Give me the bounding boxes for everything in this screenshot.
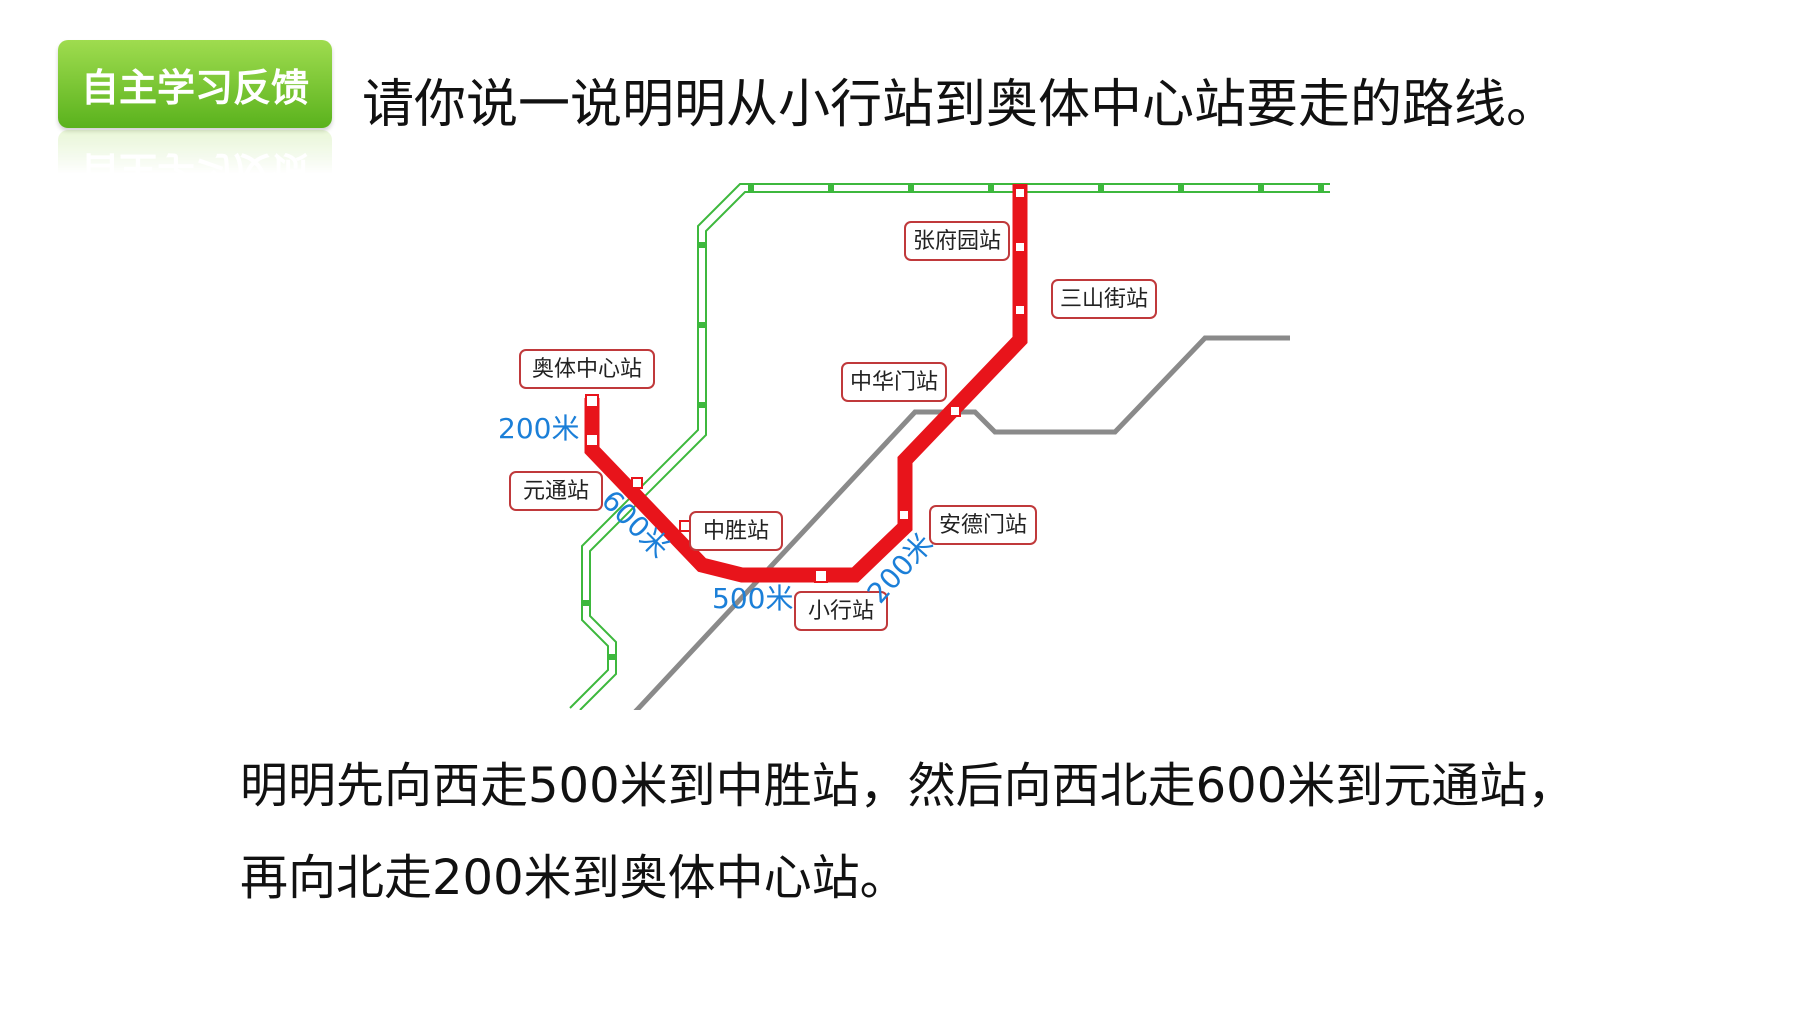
red-line-stations: [585, 187, 1026, 583]
answer-line-2: 再向北走200米到奥体中心站。: [240, 850, 908, 906]
red-line: [584, 184, 1028, 583]
svg-text:奥体中心站: 奥体中心站: [532, 357, 642, 382]
svg-text:元通站: 元通站: [523, 479, 589, 504]
station-label-zhongsheng: 中胜站: [689, 511, 783, 551]
green-line-stations: [583, 185, 1324, 660]
station-label-zhangfuyuan: 张府园站: [904, 221, 1010, 261]
section-badge-label: 自主学习反馈: [80, 65, 309, 110]
subway-map: 张府园站 三山街站 中华门站 奥体中心站 元通站 中胜站 安德门站 小行站 20…: [498, 183, 1330, 710]
svg-text:小行站: 小行站: [808, 599, 874, 624]
svg-text:张府园站: 张府园站: [913, 229, 1001, 254]
svg-text:中胜站: 中胜站: [703, 519, 769, 544]
gray-line: [633, 335, 1290, 710]
svg-text:三山街站: 三山街站: [1060, 287, 1148, 312]
station-label-xiaohang: 小行站: [794, 591, 888, 631]
svg-text:中华门站: 中华门站: [850, 370, 938, 395]
answer-text: 明明先向西走500米到中胜站，然后向西北走600米到元通站， 再向北走200米到…: [240, 740, 1575, 924]
station-label-zhonghuamen: 中华门站: [841, 362, 947, 402]
section-badge-reflection-label: 自主学习反馈: [80, 148, 309, 175]
station-label-yuantong: 元通站: [509, 471, 603, 511]
section-badge: 自主学习反馈: [58, 40, 332, 128]
answer-line-1: 明明先向西走500米到中胜站，然后向西北走600米到元通站，: [240, 758, 1576, 814]
green-line: [569, 183, 1330, 710]
question-text: 请你说一说明明从小行站到奥体中心站要走的路线。: [362, 75, 1559, 135]
svg-text:安德门站: 安德门站: [939, 513, 1027, 538]
station-label-sanshanjie: 三山街站: [1051, 279, 1157, 319]
distance-label-zhongsheng-xiaohang: 500米: [712, 582, 793, 615]
section-badge-reflection: 自主学习反馈: [58, 130, 332, 174]
station-label-aoti: 奥体中心站: [519, 349, 655, 389]
distance-label-aoti-yuantong: 200米: [498, 412, 579, 445]
station-label-andemen: 安德门站: [929, 505, 1037, 545]
